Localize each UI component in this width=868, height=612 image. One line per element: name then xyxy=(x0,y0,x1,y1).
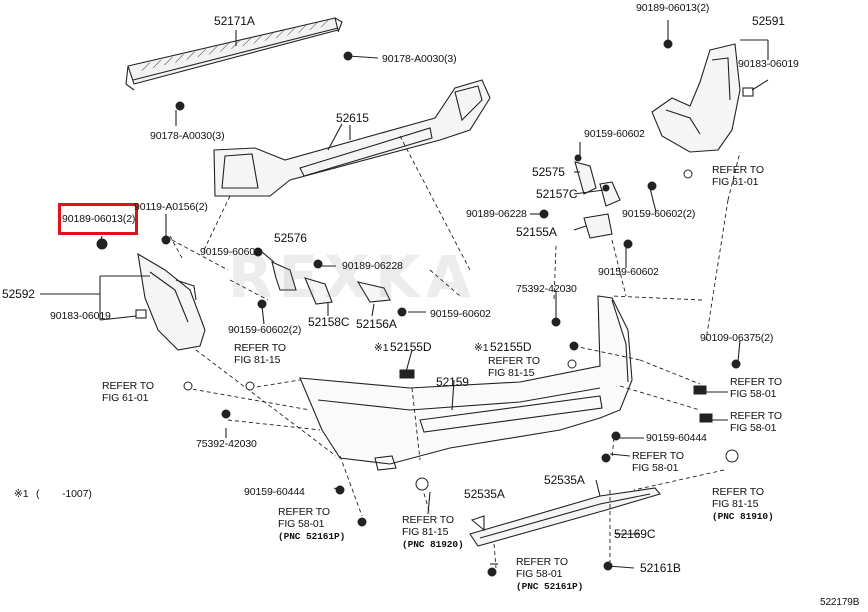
label-mark-52155D-l: ※1 xyxy=(374,342,389,354)
label-refer-58-01-e-2: FIG 58-01 xyxy=(516,568,563,580)
label-90159-6f: 90159-60602(2) xyxy=(228,324,302,336)
watermark: REXKA xyxy=(228,243,477,311)
label-pnc-81910: (PNC 81910) xyxy=(712,511,774,522)
label-75392-l: 75392-42030 xyxy=(196,438,257,450)
label-75392-r: 75392-42030 xyxy=(516,283,577,295)
side-retainers-left xyxy=(271,261,391,305)
label-52615: 52615 xyxy=(336,111,369,125)
label-90159-6e: 90159-60602 xyxy=(430,308,491,320)
bracket-52592 xyxy=(40,252,206,351)
label-52155D-r: 52155D xyxy=(490,340,532,354)
label-refer-58-01-d-1: REFER TO xyxy=(278,506,330,518)
label-90159-6b: 90159-60602(2) xyxy=(622,208,696,220)
label-refer-81-15-r-2: FIG 81-15 xyxy=(712,498,759,510)
label-refer-81-15-l-2: FIG 81-15 xyxy=(234,354,281,366)
label-90189-tr: 90189-06013(2) xyxy=(636,2,710,14)
reinforcement-52171A xyxy=(125,17,343,91)
bumper-cover-52159 xyxy=(299,295,633,471)
label-90119: 90119-A0156(2) xyxy=(134,201,208,213)
label-52161B: 52161B xyxy=(640,561,681,575)
label-52157C: 52157C xyxy=(536,187,578,201)
label-90159-6c: 90159-60602 xyxy=(598,266,659,278)
label-refer-81-15-b-2: FIG 81-15 xyxy=(402,526,449,538)
label-refer-81-15-r-1: REFER TO xyxy=(712,486,764,498)
label-52169C: 52169C xyxy=(614,527,656,541)
absorber-52615 xyxy=(213,79,491,197)
label-90159-6a: 90159-60602 xyxy=(584,128,645,140)
label-90159-6d: 90159-60602 xyxy=(200,246,261,258)
label-refer-58-01-c-1: REFER TO xyxy=(632,450,684,462)
label-refer-61-01-r-2: FIG 61-01 xyxy=(712,176,759,188)
label-refer-81-15-l-1: REFER TO xyxy=(234,342,286,354)
label-90109: 90109-06375(2) xyxy=(700,332,774,344)
label-52155A: 52155A xyxy=(516,225,557,239)
label-footnote-date: -1007) xyxy=(62,488,92,500)
label-refer-58-01-c-2: FIG 58-01 xyxy=(632,462,679,474)
label-pnc-81920: (PNC 81920) xyxy=(402,539,464,550)
label-90159-60444-r: 90159-60444 xyxy=(646,432,707,444)
bracket-52591 xyxy=(651,39,769,153)
label-52576: 52576 xyxy=(274,231,307,245)
label-52156A: 52156A xyxy=(356,317,397,331)
label-refer-58-01-a-1: REFER TO xyxy=(730,376,782,388)
label-90183-r: 90183-06019 xyxy=(738,58,799,70)
label-52171A: 52171A xyxy=(214,14,255,28)
label-90189-highlighted: 90189-06013(2) xyxy=(62,213,136,225)
label-refer-61-01-l-1: REFER TO xyxy=(102,380,154,392)
label-refer-61-01-r-1: REFER TO xyxy=(712,164,764,176)
diagram-id: 522179B xyxy=(820,597,860,608)
label-refer-81-15-m-2: FIG 81-15 xyxy=(488,367,535,379)
label-52591: 52591 xyxy=(752,14,785,28)
label-refer-81-15-m-1: REFER TO xyxy=(488,355,540,367)
label-pnc-52161P-b: (PNC 52161P) xyxy=(516,581,584,592)
label-52158C: 52158C xyxy=(308,315,350,329)
label-90159-60444-l: 90159-60444 xyxy=(244,486,305,498)
label-90189-06228-m: 90189-06228 xyxy=(342,260,403,272)
label-refer-58-01-a-2: FIG 58-01 xyxy=(730,388,777,400)
label-footnote-paren: ( xyxy=(36,488,40,500)
label-90178-left: 90178-A0030(3) xyxy=(150,130,225,142)
label-52159: 52159 xyxy=(436,375,469,389)
guide-lines xyxy=(169,135,741,569)
label-refer-58-01-b-1: REFER TO xyxy=(730,410,782,422)
highlight-box xyxy=(58,203,138,235)
label-refer-58-01-d-2: FIG 58-01 xyxy=(278,518,325,530)
label-52575: 52575 xyxy=(532,165,565,179)
label-52535A: 52535A xyxy=(464,487,505,501)
label-refer-61-01-l-2: FIG 61-01 xyxy=(102,392,149,404)
label-refer-58-01-e-1: REFER TO xyxy=(516,556,568,568)
label-pnc-52161P-l: (PNC 52161P) xyxy=(278,531,346,542)
label-refer-58-01-b-2: FIG 58-01 xyxy=(730,422,777,434)
label-refer-81-15-b-1: REFER TO xyxy=(402,514,454,526)
label-mark-52155D-r: ※1 xyxy=(474,342,489,354)
label-90189-06228-r: 90189-06228 xyxy=(466,208,527,220)
side-retainers-right xyxy=(574,161,621,239)
fasteners xyxy=(96,39,741,577)
label-90178-top: 90178-A0030(3) xyxy=(382,53,457,65)
label-52155D-l: 52155D xyxy=(390,340,432,354)
label-52535A-2: 52535A xyxy=(544,473,585,487)
label-52592: 52592 xyxy=(2,287,35,301)
label-90183-l: 90183-06019 xyxy=(50,310,111,322)
label-footnote-mark: ※1 xyxy=(14,488,29,500)
